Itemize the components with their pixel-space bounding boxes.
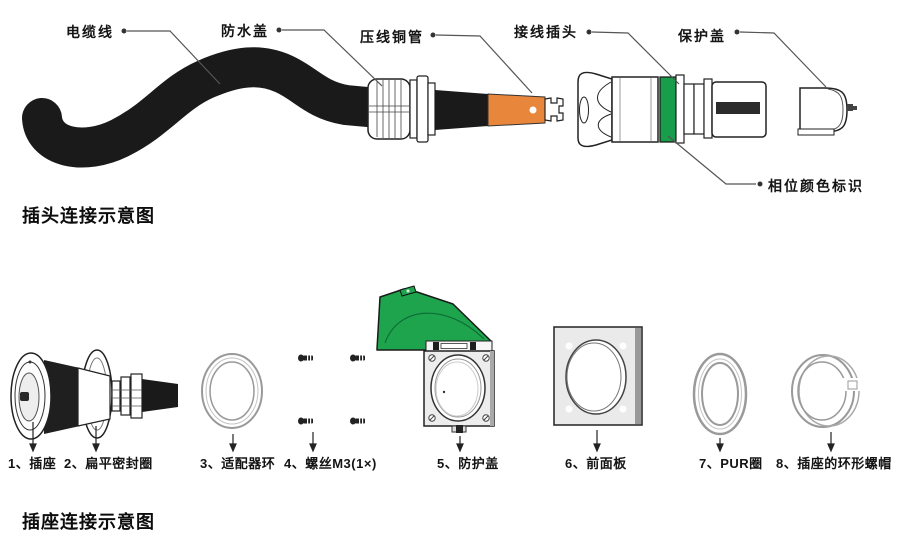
part-label-adapter-ring: 3、适配器环 bbox=[200, 456, 276, 471]
adapter-ring-drawing bbox=[201, 353, 263, 429]
label-phase-color-mark: 相位颜色标识 bbox=[768, 178, 864, 194]
part-label-flat-seal-ring: 2、扁平密封圈 bbox=[64, 456, 153, 471]
part-label-socket: 1、插座 bbox=[8, 456, 57, 471]
cable-segment-drawing bbox=[435, 90, 488, 130]
label-crimp-copper-tube: 压线铜管 bbox=[360, 29, 424, 45]
front-panel-drawing bbox=[553, 326, 643, 426]
part-label-pur-ring: 7、PUR圈 bbox=[699, 456, 763, 471]
socket-diagram-title: 插座连接示意图 bbox=[22, 512, 155, 532]
plug-tip-drawing bbox=[544, 97, 564, 122]
waterproof-gland-drawing bbox=[367, 75, 436, 143]
pur-ring-drawing bbox=[692, 352, 748, 436]
label-waterproof-cover: 防水盖 bbox=[221, 23, 269, 39]
leader-lines bbox=[121, 27, 827, 187]
cable-drawing bbox=[22, 47, 398, 168]
label-cable: 电缆线 bbox=[66, 24, 114, 40]
protective-cap-drawing bbox=[797, 87, 857, 136]
label-wiring-plug: 接线插头 bbox=[514, 24, 578, 40]
copper-tube-drawing bbox=[487, 93, 546, 127]
screws-drawing bbox=[298, 354, 365, 425]
protective-cover-drawing bbox=[376, 285, 495, 433]
plug-diagram-title: 插头连接示意图 bbox=[22, 206, 155, 226]
ring-nut-drawing bbox=[791, 354, 860, 428]
part-arrows bbox=[29, 422, 835, 453]
wiring-plug-drawing bbox=[577, 71, 767, 148]
part-label-ring-nut: 8、插座的环形螺帽 bbox=[776, 456, 892, 471]
part-label-front-panel: 6、前面板 bbox=[565, 456, 627, 471]
part-label-protective-cover: 5、防护盖 bbox=[437, 456, 499, 471]
socket-drawing bbox=[10, 349, 178, 440]
label-protective-cap: 保护盖 bbox=[678, 28, 726, 44]
part-label-screws-m3: 4、螺丝M3(1×) bbox=[284, 456, 377, 471]
